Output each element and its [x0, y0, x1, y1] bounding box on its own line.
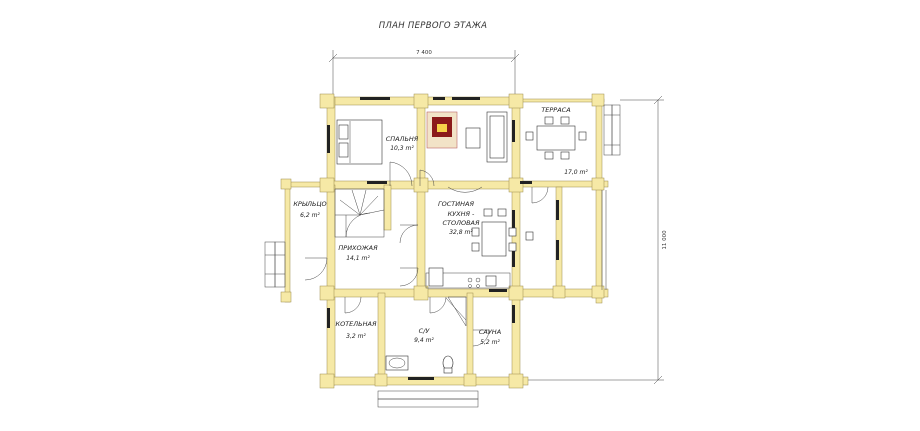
- width-label: 7 400: [416, 50, 432, 56]
- boiler-area: 3,2 m²: [346, 333, 366, 340]
- fireplace-icon: [426, 111, 458, 149]
- posts: [280, 93, 605, 389]
- wc-name: С/У: [419, 327, 431, 335]
- plan-title: ПЛАН ПЕРВОГО ЭТАЖА: [379, 21, 488, 31]
- staircase: [334, 188, 385, 238]
- doors: [304, 161, 549, 347]
- height-dimension: 11 000: [520, 95, 668, 385]
- bedroom-area: 10,3 m²: [390, 145, 414, 152]
- kitchen-counter: [425, 267, 511, 289]
- room-labels: СПАЛЬНЯ 10,3 m² ТЕРРАСА 17,0 m² КРЫЛЬЦО …: [293, 106, 588, 346]
- windows: [327, 97, 559, 380]
- kitchen-name-2: СТОЛОВАЯ: [442, 219, 480, 227]
- dining-table: [471, 208, 534, 257]
- terrace-rail: [601, 190, 607, 290]
- porch-area: 6,2 m²: [300, 212, 320, 219]
- porch-steps: [264, 241, 286, 288]
- terrace-steps: [603, 104, 621, 156]
- wc-area: 9,4 m²: [414, 337, 434, 344]
- width-dimension: 7 400: [328, 50, 520, 96]
- kitchen-name: КУХНЯ -: [448, 210, 475, 218]
- sauna-area: 5,2 m²: [480, 339, 500, 346]
- terrace-name: ТЕРРАСА: [541, 106, 570, 114]
- living-name: ГОСТИНАЯ: [438, 200, 474, 208]
- kitchen-area: 32,8 m²: [449, 229, 473, 236]
- porch-name: КРЫЛЬЦО: [293, 200, 326, 208]
- height-label: 11 000: [662, 230, 668, 250]
- boiler-name: КОТЕЛЬНАЯ: [335, 320, 376, 328]
- bed: [336, 119, 383, 165]
- terrace-table: [525, 116, 587, 160]
- hall-area: 14,1 m²: [346, 255, 370, 262]
- sauna-name: САУНА: [479, 328, 501, 336]
- bathroom-fixtures: [385, 296, 467, 374]
- terrace-area: 17,0 m²: [564, 169, 588, 176]
- sofa: [465, 111, 508, 163]
- bedroom-name: СПАЛЬНЯ: [386, 135, 419, 143]
- hall-name: ПРИХОЖАЯ: [338, 244, 378, 252]
